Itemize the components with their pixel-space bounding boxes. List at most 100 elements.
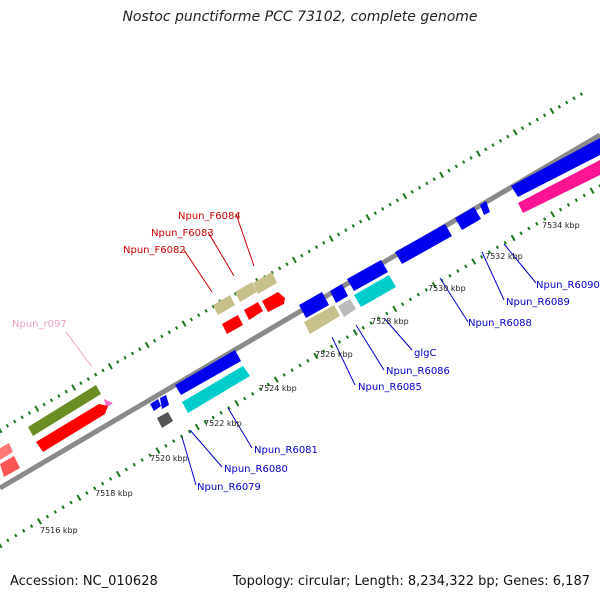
gene-feature-f6083-khaki[interactable] [235, 282, 257, 302]
outer-tick [167, 330, 171, 335]
gene-feature-r6085-gray[interactable] [338, 299, 356, 317]
gene-feature-r6086[interactable] [347, 260, 388, 291]
gene-feature-f6084-khaki[interactable] [253, 272, 277, 294]
outer-tick [506, 134, 510, 139]
gene-feature-r6086-cyan[interactable] [354, 275, 396, 307]
gene-label-glgc[interactable]: glgC [414, 348, 436, 359]
tick-label-7528: 7528 kbp [371, 317, 409, 326]
outer-tick [174, 326, 179, 330]
outer-tick [358, 219, 363, 224]
outer-tick [49, 398, 54, 403]
outer-tick [388, 202, 392, 207]
outer-tick [5, 423, 10, 428]
gene-feature-r6090[interactable] [511, 138, 600, 197]
inner-tick [6, 538, 10, 543]
gene-feature-r6079[interactable] [150, 399, 161, 411]
gene-feature-f6083-red[interactable] [244, 302, 263, 320]
gene-label-f6083[interactable]: Npun_F6083 [151, 228, 214, 239]
gene-feature-f6084-red[interactable] [262, 292, 285, 312]
outer-tick [417, 185, 422, 190]
outer-tick [307, 249, 311, 254]
gene-label-r6086[interactable]: Npun_R6086 [386, 366, 450, 377]
inner-tick [352, 329, 358, 336]
gene-feature-red-edge[interactable] [0, 456, 20, 477]
gene-feature-r6089[interactable] [455, 207, 481, 230]
inner-tick [234, 399, 240, 407]
gene-feature-r6080-gray[interactable] [157, 412, 173, 428]
outer-tick [144, 341, 150, 349]
outer-tick [447, 168, 451, 173]
inner-tick [155, 447, 161, 454]
outer-tick [181, 320, 187, 327]
gene-label-r6085[interactable]: Npun_R6085 [358, 382, 422, 393]
outer-tick [270, 270, 274, 275]
gene-feature-r6086-blue[interactable] [299, 292, 329, 318]
gene-label-r097[interactable]: Npun_r097 [12, 319, 67, 330]
outer-tick [425, 181, 429, 186]
gene-feature-pink-edge[interactable] [0, 443, 13, 460]
inner-tick [527, 226, 531, 231]
outer-tick [107, 362, 113, 370]
outer-tick [123, 355, 127, 360]
gene-label-r6089[interactable]: Npun_R6089 [506, 297, 570, 308]
accession-label: Accession: NC_010628 [10, 574, 158, 589]
gene-feature-r6079b[interactable] [160, 395, 169, 409]
outer-tick [549, 107, 555, 115]
leader-r6088 [439, 277, 469, 323]
outer-tick [130, 351, 135, 356]
tick-label-7534: 7534 kbp [542, 221, 580, 230]
tick-label-7520: 7520 kbp [150, 454, 188, 463]
inner-tick [345, 335, 350, 340]
outer-tick [27, 411, 32, 415]
gene-label-r6081[interactable]: Npun_R6081 [254, 445, 318, 456]
leader-f6084 [235, 213, 255, 267]
gene-label-r6080[interactable]: Npun_R6080 [224, 464, 288, 475]
outer-tick [189, 317, 194, 322]
outer-tick [160, 334, 164, 339]
gene-label-f6082[interactable]: Npun_F6082 [123, 245, 186, 256]
outer-tick [535, 117, 539, 122]
gene-label-r6079[interactable]: Npun_R6079 [197, 482, 261, 493]
outer-tick [285, 262, 289, 267]
outer-tick [439, 171, 445, 179]
outer-tick-ring [0, 92, 584, 434]
inner-tick [431, 281, 437, 289]
outer-tick [351, 224, 355, 228]
gene-feature-f6082-red[interactable] [222, 315, 243, 334]
tick-label-7526: 7526 kbp [315, 350, 353, 359]
gene-feature-r6089b[interactable] [480, 201, 490, 215]
inner-tick [369, 321, 373, 325]
inner-tick [14, 533, 18, 538]
gene-feature-olive[interactable] [28, 385, 101, 436]
gene-feature-r6080[interactable] [175, 350, 241, 395]
gene-label-f6084[interactable]: Npun_F6084 [178, 211, 241, 222]
map-title: Nostoc punctiforme PCC 73102, complete g… [122, 9, 478, 25]
inner-tick [132, 462, 136, 467]
inner-tick [464, 264, 468, 269]
inner-tick [61, 505, 65, 510]
gene-feature-r6085-khaki[interactable] [304, 305, 340, 334]
gene-label-r6090[interactable]: Npun_R6090 [536, 280, 600, 291]
inner-tick [250, 391, 255, 396]
outer-tick [520, 126, 525, 131]
outer-tick [462, 160, 466, 164]
gene-feature-r6090-magenta[interactable] [518, 160, 600, 213]
gene-label-r6088[interactable]: Npun_R6088 [468, 318, 532, 329]
tick-label-7524: 7524 kbp [259, 384, 297, 393]
gene-feature-red-left[interactable] [36, 404, 108, 452]
outer-tick [322, 241, 326, 245]
outer-tick [20, 415, 24, 420]
gene-feature-r6081[interactable] [182, 366, 250, 413]
inner-tick [392, 305, 398, 313]
outer-tick [233, 292, 238, 296]
outer-tick [79, 381, 83, 386]
inner-tick [194, 423, 200, 431]
gene-feature-r6088[interactable] [395, 224, 452, 264]
forward-features [0, 160, 600, 477]
gene-feature-f6082-khaki[interactable] [213, 295, 235, 315]
gene-feature-glgc-blue[interactable] [330, 284, 348, 303]
inner-tick [400, 302, 405, 306]
tick-label-7522: 7522 kbp [204, 419, 242, 428]
outer-tick [542, 113, 547, 118]
